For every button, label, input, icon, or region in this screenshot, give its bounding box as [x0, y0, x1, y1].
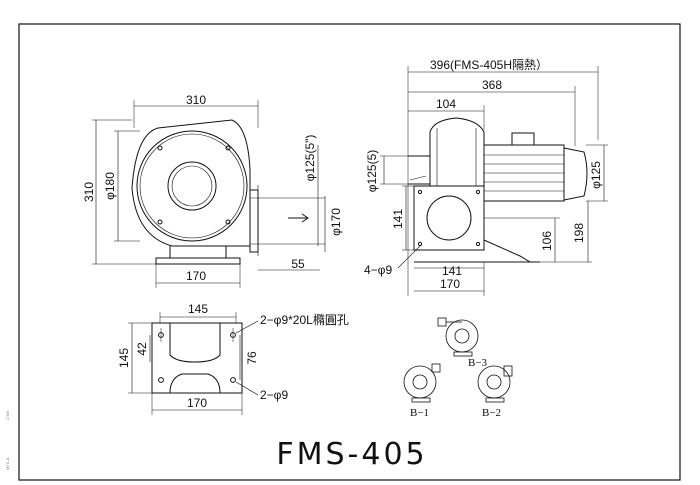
housing-ring	[136, 130, 248, 242]
inlet-hole-inner	[171, 165, 213, 207]
dim-base-top-width: 145	[188, 302, 208, 316]
terminal-box	[511, 132, 535, 146]
dim-base-bottom-width: 170	[187, 396, 207, 410]
side-housing	[429, 117, 485, 187]
dim-base-slot-spec: 2−φ9*20L橢圓孔	[260, 312, 349, 327]
dim-side-motor-diameter: φ125	[589, 161, 603, 189]
dim-base-height: 145	[117, 348, 131, 368]
label-b3: B−3	[468, 357, 488, 369]
front-view	[92, 100, 326, 288]
dim-side-overall-height: 198	[572, 223, 586, 243]
dim-side-bolt-spec: 4−φ9	[364, 263, 392, 277]
dim-side-total-length: 368	[482, 78, 502, 92]
slot-hole	[158, 332, 164, 338]
margin-note: MTX-A	[5, 457, 10, 470]
dim-side-base-width: 170	[440, 277, 460, 291]
airflow-arrow-icon	[288, 213, 309, 223]
bolt-hole	[225, 145, 231, 151]
dim-front-offset: 55	[291, 257, 305, 271]
dim-base-inner-height: 42	[135, 342, 149, 356]
inlet-hole	[167, 161, 217, 211]
bolt-hole	[230, 377, 236, 383]
dim-front-width: 310	[186, 93, 206, 107]
dim-base-hole-spec: 2−φ9	[260, 388, 288, 402]
dim-front-base-width: 170	[186, 269, 206, 283]
model-title: FMS-405	[276, 437, 427, 472]
dim-side-flange-height: 141	[391, 209, 405, 229]
dim-front-outlet-diameter: φ125(5")	[303, 135, 317, 182]
base-cutout-top	[169, 323, 221, 363]
dim-side-inlet-diameter: φ125(5)	[365, 150, 379, 192]
dim-side-flange-width: 141	[442, 264, 462, 278]
inlet-arrow-icon	[409, 175, 427, 181]
orientation-b3	[437, 317, 479, 357]
base-view	[128, 312, 259, 415]
bolt-hole	[157, 219, 163, 225]
base-cutout-bottom	[169, 373, 221, 394]
motor-end-cap	[563, 147, 588, 201]
dim-front-inner-diameter: φ180	[103, 172, 117, 200]
bolt-hole	[157, 145, 163, 151]
bolt-hole	[225, 219, 231, 225]
orientation-b1	[403, 363, 441, 403]
dim-side-center-height: 106	[540, 231, 554, 251]
drawing-frame	[18, 23, 681, 481]
orientation-b2	[477, 365, 513, 403]
margin-note: 2.5M	[5, 411, 10, 420]
bolt-hole	[158, 377, 164, 383]
base-plate	[155, 257, 241, 265]
outlet-flange	[249, 189, 259, 253]
dim-front-flange-opening: φ170	[329, 208, 343, 236]
slot-hole	[230, 332, 236, 338]
label-b1: B−1	[410, 407, 429, 419]
dim-side-total-length-h: 396(FMS-405H隔熱）	[430, 58, 548, 72]
dim-side-housing-width: 104	[436, 97, 456, 111]
label-b2: B−2	[482, 407, 501, 419]
volute-housing	[131, 119, 251, 247]
side-base	[483, 239, 532, 263]
housing-ring-inner	[139, 133, 245, 239]
outlet-circle	[426, 195, 472, 241]
dim-front-height: 310	[82, 182, 96, 202]
base-outline	[151, 322, 243, 394]
side-view	[380, 66, 608, 296]
dim-base-slot-spacing: 76	[245, 351, 259, 365]
